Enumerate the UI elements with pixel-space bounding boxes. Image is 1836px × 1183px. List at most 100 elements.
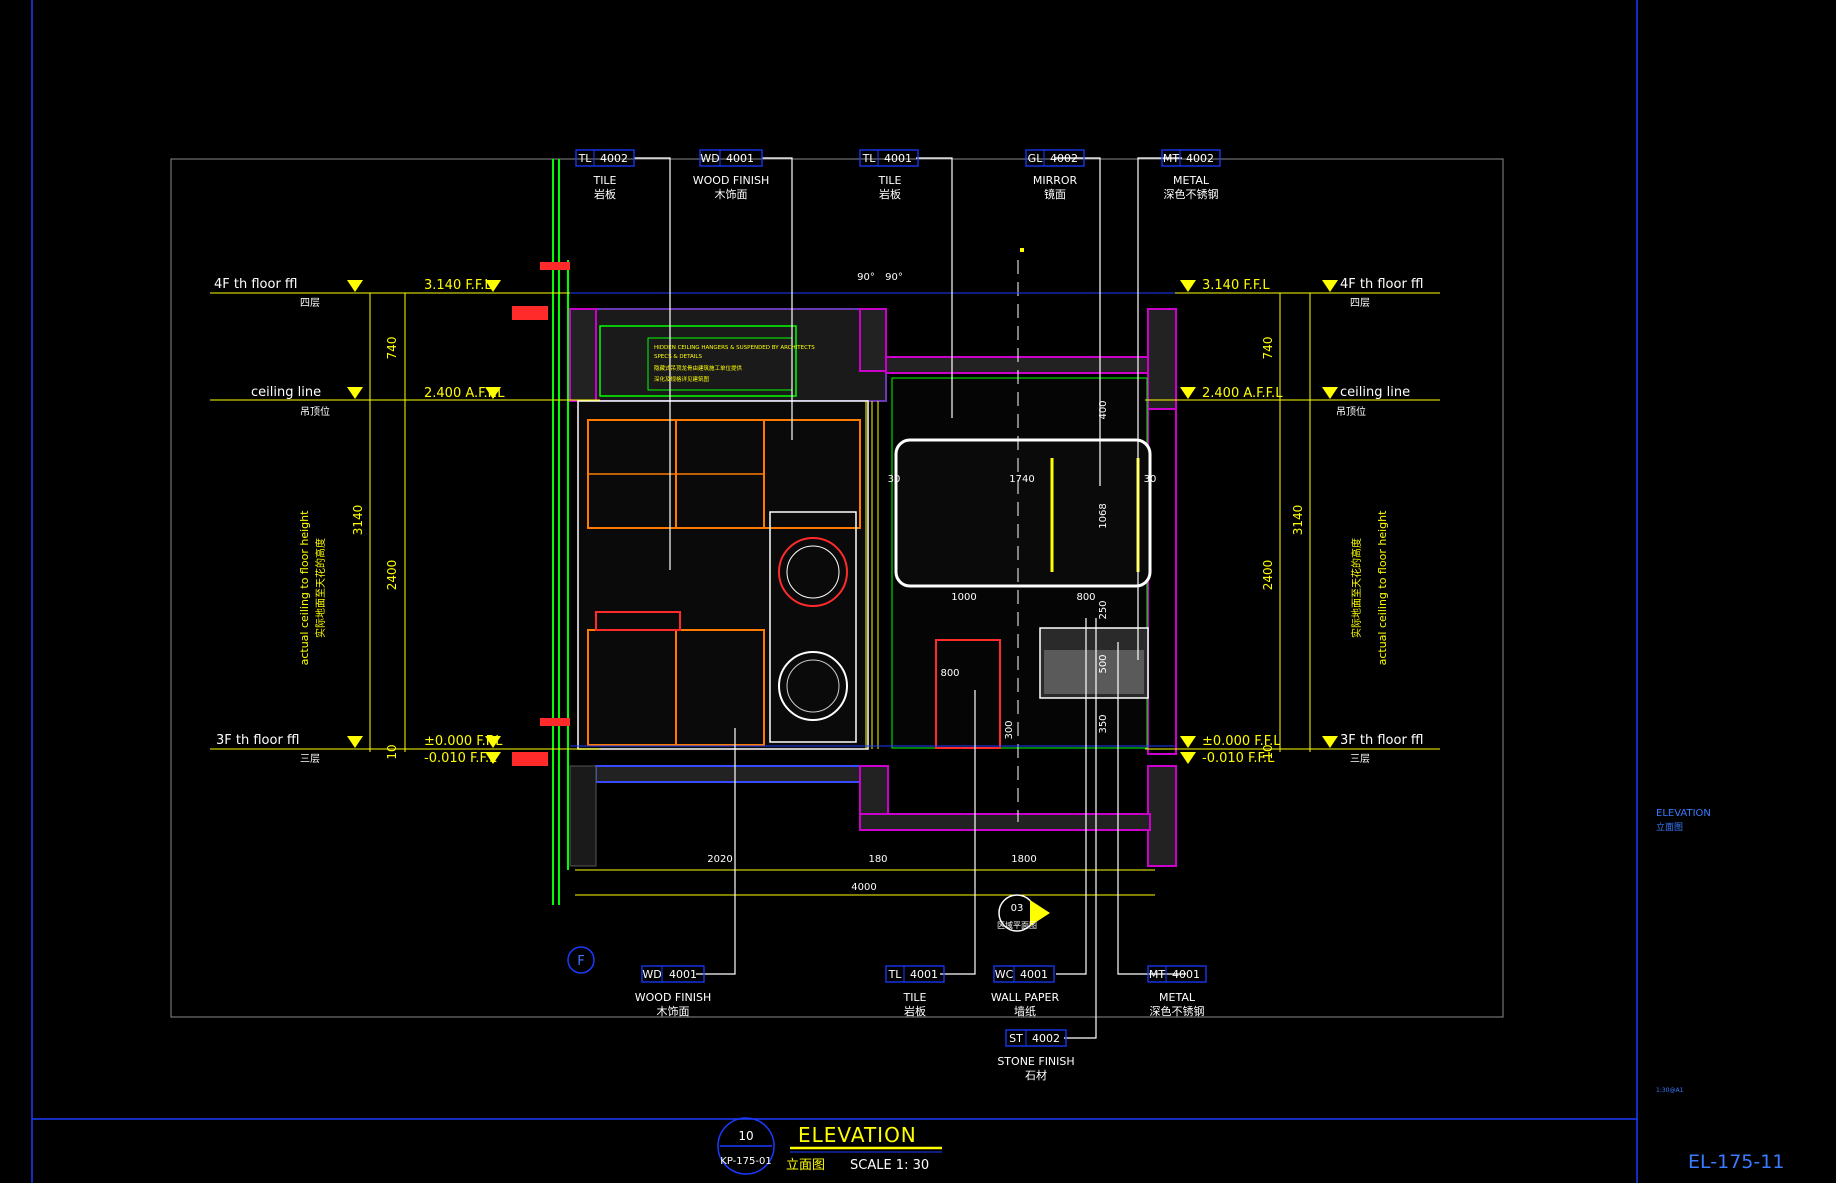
tags-top: TL 4002 TILE 岩板 WD 4001 WOOD FINISH 木饰面 …: [575, 149, 1221, 201]
tag-wc4001-bottom: WC 4001 WALL PAPER 墙纸: [991, 965, 1060, 1018]
dims-bottom: 2020 180 1800 4000: [707, 854, 1036, 893]
title-sheet: KP-175-01: [720, 1156, 771, 1167]
svg-text:actual ceiling to floor height: actual ceiling to floor height: [298, 510, 311, 665]
tags-bottom: WD 4001 WOOD FINISH 木饰面 TL 4001 TILE 岩板 …: [635, 965, 1207, 1082]
svg-text:WD: WD: [700, 152, 719, 165]
svg-text:800: 800: [1076, 592, 1095, 603]
svg-text:500: 500: [1098, 654, 1109, 673]
svg-text:METAL: METAL: [1173, 174, 1210, 187]
svg-text:3F th floor ffl: 3F th floor ffl: [216, 733, 300, 748]
grid-bubble: [567, 946, 595, 974]
svg-text:3.140 F.F.L: 3.140 F.F.L: [1202, 278, 1270, 293]
svg-text:-0.010 F.F.L: -0.010 F.F.L: [424, 751, 497, 766]
leaders-top: [634, 157, 1182, 660]
svg-text:木饰面: 木饰面: [715, 187, 748, 201]
title-cn: 立面图: [786, 1158, 825, 1173]
title-bubble: [717, 1117, 775, 1175]
svg-text:4001: 4001: [910, 968, 938, 981]
svg-text:2.400 A.F.F.L: 2.400 A.F.F.L: [1202, 386, 1283, 401]
svg-text:10: 10: [385, 744, 399, 759]
grid-bubble-label: F: [577, 954, 584, 969]
mirror: [894, 438, 1152, 588]
sidebar-small: 1:30@A1: [1656, 1087, 1684, 1094]
wardrobe: [577, 400, 879, 750]
svg-text:±0.000 F.F.L: ±0.000 F.F.L: [1202, 734, 1281, 749]
toilet: [935, 639, 1001, 749]
svg-text:3.140 F.F.L: 3.140 F.F.L: [424, 278, 492, 293]
svg-text:2.400 A.F.F.L: 2.400 A.F.F.L: [424, 386, 505, 401]
svg-text:岩板: 岩板: [879, 187, 901, 201]
svg-text:深色不锈钢: 深色不锈钢: [1164, 187, 1219, 201]
svg-text:400: 400: [1098, 400, 1109, 419]
svg-text:2400: 2400: [385, 560, 399, 591]
svg-text:实际地面至天花的高度: 实际地面至天花的高度: [314, 538, 327, 638]
svg-text:±0.000 F.F.L: ±0.000 F.F.L: [424, 734, 503, 749]
tag-tl4001-top: TL 4001 TILE 岩板: [859, 149, 919, 201]
svg-text:1000: 1000: [951, 592, 976, 603]
svg-text:MT: MT: [1163, 152, 1179, 165]
sidebar: ELEVATION 立面图 1:30@A1 EL-175-11: [1656, 808, 1784, 1173]
svg-text:WALL PAPER: WALL PAPER: [991, 991, 1060, 1004]
svg-text:ceiling line: ceiling line: [251, 385, 321, 400]
svg-text:实际地面至天花的高度: 实际地面至天花的高度: [1350, 538, 1363, 638]
svg-text:深色不锈钢: 深色不锈钢: [1150, 1004, 1205, 1018]
svg-text:WOOD FINISH: WOOD FINISH: [635, 991, 711, 1004]
svg-text:4001: 4001: [884, 152, 912, 165]
levels-right: 4F th floor ffl 四层 ceiling line 吊顶位 3F t…: [1336, 277, 1424, 765]
svg-text:4002: 4002: [1032, 1032, 1060, 1045]
svg-text:镜面: 镜面: [1044, 187, 1066, 201]
svg-text:4002: 4002: [600, 152, 628, 165]
sidebar-label: ELEVATION: [1656, 808, 1711, 819]
svg-text:3140: 3140: [351, 505, 365, 536]
structure: [569, 308, 1177, 867]
svg-text:300: 300: [1004, 720, 1015, 739]
svg-text:ST: ST: [1009, 1032, 1023, 1045]
tag-tl4002-top: TL 4002 TILE 岩板: [575, 149, 635, 201]
svg-text:岩板: 岩板: [594, 187, 616, 201]
svg-text:1800: 1800: [1011, 854, 1036, 865]
svg-text:4001: 4001: [726, 152, 754, 165]
svg-text:MT: MT: [1149, 968, 1165, 981]
svg-text:3F th floor ffl: 3F th floor ffl: [1340, 733, 1424, 748]
tag-mt4001-bottom: MT 4001 METAL 深色不锈钢: [1147, 965, 1207, 1018]
tag-wd4001-bottom: WD 4001 WOOD FINISH 木饰面: [635, 965, 711, 1018]
svg-text:740: 740: [385, 337, 399, 360]
svg-text:30: 30: [1144, 474, 1157, 485]
dims-vertical: 740 3140 2400 10 740 3140 2400 10 actual…: [298, 337, 1389, 760]
svg-text:30: 30: [888, 474, 901, 485]
svg-text:SPECS & DETAILS: SPECS & DETAILS: [654, 354, 702, 360]
svg-text:MIRROR: MIRROR: [1033, 174, 1078, 187]
svg-text:250: 250: [1098, 600, 1109, 619]
svg-text:TL: TL: [888, 968, 903, 981]
svg-text:TL: TL: [578, 152, 593, 165]
svg-text:4001: 4001: [669, 968, 697, 981]
svg-text:STONE FINISH: STONE FINISH: [997, 1055, 1074, 1068]
tag-wd4001-top: WD 4001 WOOD FINISH 木饰面: [693, 149, 769, 201]
svg-text:4001: 4001: [1172, 968, 1200, 981]
svg-text:深化及规格详见建筑图: 深化及规格详见建筑图: [654, 375, 710, 383]
svg-text:四层: 四层: [300, 297, 320, 309]
facade-mullion: [552, 159, 569, 905]
svg-text:石材: 石材: [1025, 1068, 1047, 1082]
svg-text:TILE: TILE: [592, 174, 616, 187]
svg-text:木饰面: 木饰面: [657, 1004, 690, 1018]
svg-text:4F th floor ffl: 4F th floor ffl: [1340, 277, 1424, 292]
svg-text:TILE: TILE: [902, 991, 926, 1004]
tag-st4002-bottom: ST 4002 STONE FINISH 石材: [997, 1029, 1075, 1082]
svg-text:岩板: 岩板: [904, 1004, 926, 1018]
svg-text:90°: 90°: [857, 272, 875, 283]
title-text: ELEVATION: [798, 1123, 917, 1147]
svg-text:3140: 3140: [1291, 505, 1305, 536]
tag-gl4002-top: GL 4002 MIRROR 镜面: [1025, 149, 1085, 201]
svg-text:WD: WD: [642, 968, 661, 981]
dims-interior: 1740 1068 30 30 1000 800 800 500 250 350…: [888, 400, 1157, 739]
svg-text:吊顶位: 吊顶位: [300, 405, 330, 418]
svg-text:90°: 90°: [885, 272, 903, 283]
svg-text:740: 740: [1261, 337, 1275, 360]
svg-text:4002: 4002: [1050, 152, 1078, 165]
title-number: 10: [738, 1129, 753, 1143]
svg-text:WOOD FINISH: WOOD FINISH: [693, 174, 769, 187]
svg-text:1068: 1068: [1098, 503, 1109, 528]
svg-text:隐藏式吊顶龙骨由建筑施工单位提供: 隐藏式吊顶龙骨由建筑施工单位提供: [654, 364, 743, 372]
ffl-blue-lines: [570, 292, 1175, 747]
